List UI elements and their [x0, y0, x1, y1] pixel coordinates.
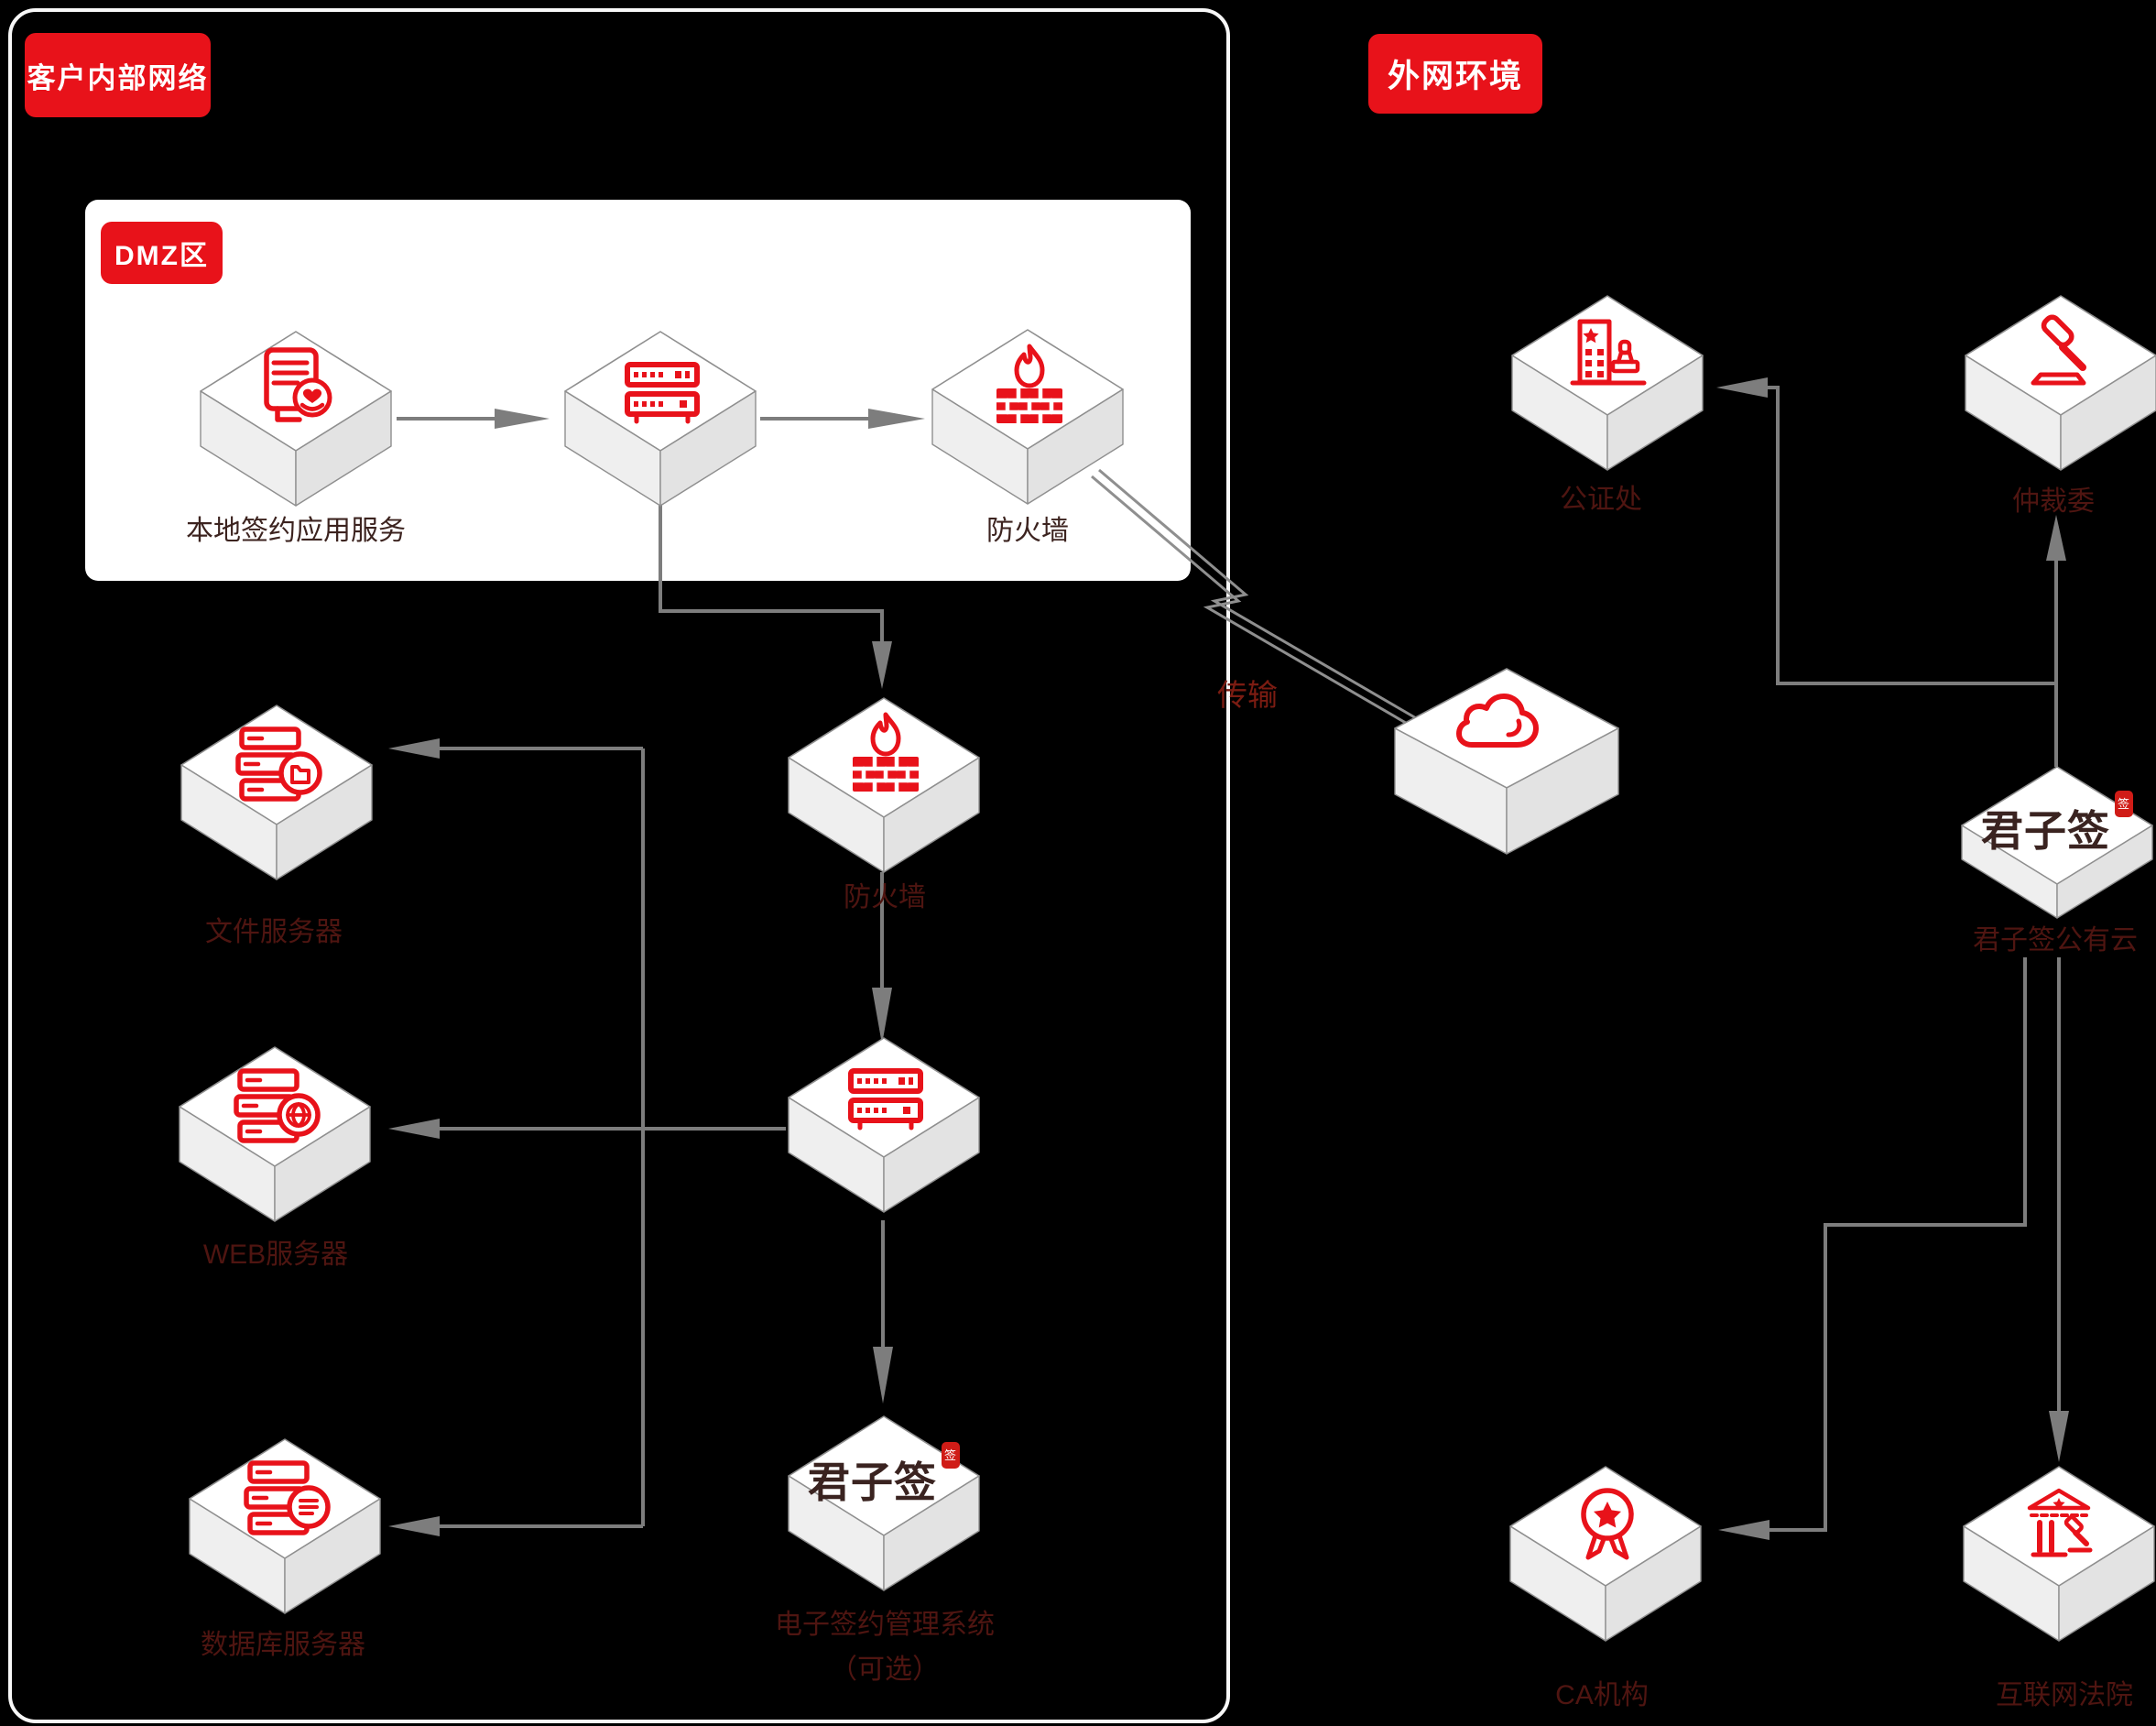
- node-dmz-load-balancer: [564, 331, 757, 507]
- node-db-server: 数据库服务器: [189, 1438, 381, 1660]
- intranet-region-badge: 客户内部网络: [25, 33, 211, 117]
- extranet-region-badge: 外网环境: [1368, 34, 1542, 114]
- node-file-server: 文件服务器: [180, 705, 373, 947]
- node-public-cloud: [1394, 668, 1619, 855]
- server-stack-icon: [627, 365, 697, 421]
- transfer-link-label: 传输: [1217, 678, 1278, 712]
- intranet-region-border: [8, 8, 1230, 1723]
- edge-jzcloud-to-ca: [1769, 957, 2027, 1532]
- server-stack-icon: [851, 1071, 920, 1128]
- node-web-server: WEB服务器: [179, 1046, 371, 1270]
- node-dmz-firewall: 防火墙: [931, 329, 1124, 546]
- node-arbitration: 仲裁委: [1965, 295, 2156, 517]
- node-local-sign-app: 本地签约应用服务: [186, 331, 406, 546]
- node-notary: 公证处: [1511, 295, 1704, 515]
- node-junzisign-cloud: 君子签签 君子签公有云: [1961, 766, 2153, 956]
- node-esign-system: 君子签签 电子签约管理系统 （可选）: [775, 1415, 995, 1685]
- junzisign-seal-icon: 签: [942, 1442, 960, 1469]
- node-inner-firewall: 防火墙: [788, 697, 980, 912]
- node-app-load-balancer: [788, 1037, 980, 1213]
- node-ca-agency: CA机构: [1509, 1466, 1702, 1710]
- junzisign-seal-icon: 签: [2115, 791, 2133, 817]
- junzisign-logo: 君子签签: [1962, 791, 2152, 858]
- dmz-region-badge: DMZ区: [101, 222, 223, 284]
- junzisign-logo: 君子签签: [789, 1442, 979, 1510]
- node-internet-court: 互联网法院: [1963, 1466, 2155, 1710]
